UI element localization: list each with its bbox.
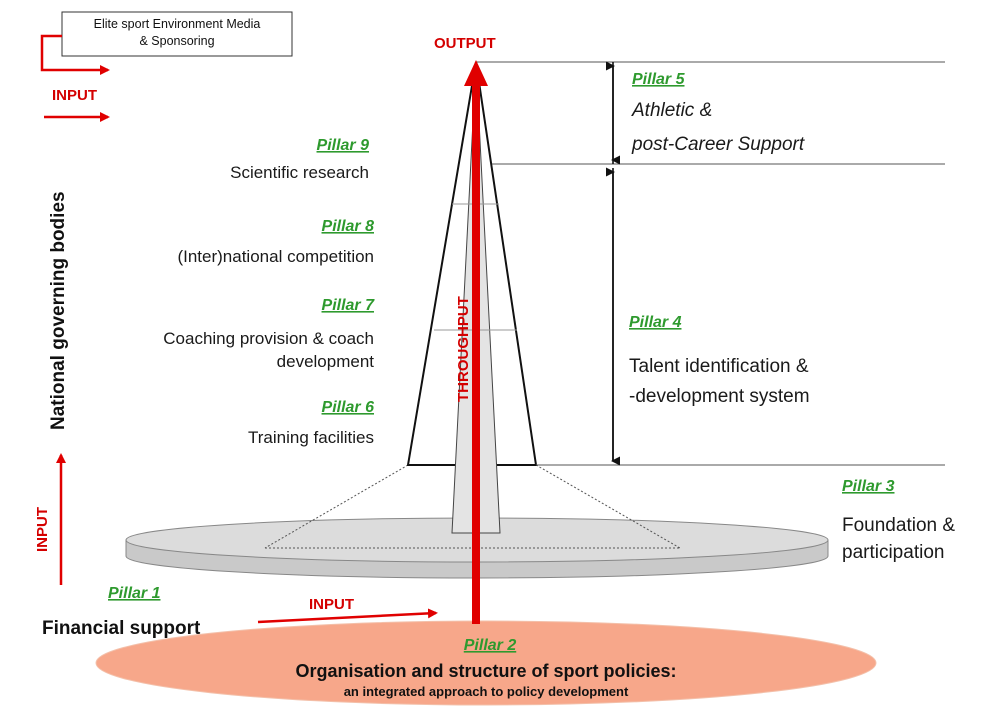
policy-foundation-ellipse	[95, 620, 877, 706]
elite-sport-box-line1: Elite sport Environment Media	[94, 17, 261, 31]
pillar2-label: Pillar 2	[464, 637, 517, 654]
tower-base-projection	[264, 464, 681, 549]
throughput-label: THROUGHPUT	[455, 296, 472, 402]
input-bottom-arrow	[257, 608, 438, 624]
pillar4-label: Pillar 4	[629, 314, 682, 331]
pillar7-text-line2: development	[277, 352, 375, 371]
pillar8-text: (Inter)national competition	[177, 247, 374, 266]
throughput-arrowhead	[464, 60, 488, 86]
input-left-label: INPUT	[34, 507, 51, 552]
pillar1-label: Pillar 1	[108, 585, 161, 602]
pillar5-text-line2: post-Career Support	[631, 134, 805, 155]
pillar1-text: Financial support	[42, 618, 201, 639]
input-top-label: INPUT	[52, 87, 97, 104]
pillar2-text-line2: an integrated approach to policy develop…	[344, 684, 629, 699]
elite-sport-environment-box	[61, 11, 293, 57]
pillar3-text-line2: participation	[842, 542, 944, 563]
pillar6-label: Pillar 6	[322, 399, 375, 416]
pillar8-label: Pillar 8	[322, 218, 375, 235]
pillar9-label: Pillar 9	[317, 137, 370, 154]
pillar9-text: Scientific research	[230, 163, 369, 182]
pillar4-text-line1: Talent identification &	[629, 356, 809, 377]
pillar6-text: Training facilities	[248, 428, 374, 447]
elite-sport-box-line2: & Sponsoring	[139, 34, 214, 48]
box-input-connector	[40, 34, 110, 75]
pillar3-text-line1: Foundation &	[842, 515, 955, 536]
pillar7-label: Pillar 7	[322, 297, 376, 314]
pillar4-text-line2: -development system	[629, 386, 810, 407]
input-bottom-label: INPUT	[309, 596, 354, 613]
right-reference-lines	[476, 61, 945, 466]
pillar5-text-line1: Athletic &	[631, 100, 712, 121]
pillar5-label: Pillar 5	[632, 71, 686, 88]
output-label: OUTPUT	[434, 35, 496, 52]
pillar2-text-line1: Organisation and structure of sport poli…	[295, 661, 676, 681]
national-governing-bodies-label: National governing bodies	[48, 191, 69, 430]
pillar3-label: Pillar 3	[842, 478, 895, 495]
pillar7-text-line1: Coaching provision & coach	[163, 329, 374, 348]
